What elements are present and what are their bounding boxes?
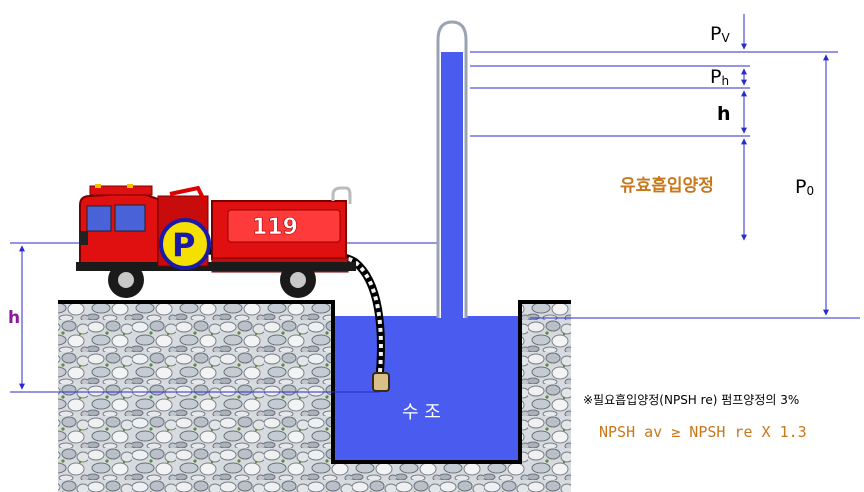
pump-letter: P bbox=[172, 226, 195, 264]
required-npsh-note: ※필요흡입양정(NPSH re) 펌프양정의 3% bbox=[583, 393, 799, 407]
ph-label: Ph bbox=[710, 66, 729, 88]
pv-label: PV bbox=[710, 23, 730, 45]
strainer bbox=[372, 372, 390, 392]
tank-wall bbox=[58, 300, 571, 464]
tank-label: 수 조 bbox=[402, 402, 441, 423]
pressure-measure bbox=[470, 14, 860, 319]
effective-suction-head-label: 유효흡입양정 bbox=[620, 175, 714, 196]
p0-label: P0 bbox=[795, 176, 814, 198]
manometer-tube bbox=[436, 20, 468, 318]
h-top-label: h bbox=[717, 103, 731, 125]
truck-number: 119 bbox=[252, 215, 298, 240]
h-left-label: h bbox=[8, 308, 20, 328]
ground bbox=[58, 302, 571, 492]
npsh-equation: NPSH av ≥ NPSH re X 1.3 bbox=[599, 423, 807, 441]
fire-truck: 119 P bbox=[76, 184, 356, 298]
water-tank bbox=[334, 316, 518, 462]
